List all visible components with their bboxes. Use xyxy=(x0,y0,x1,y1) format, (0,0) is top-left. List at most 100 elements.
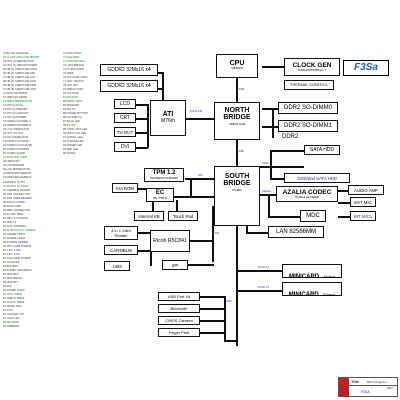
index-entry: 19 GDDR2 CHANNEL B xyxy=(3,124,32,128)
index-entry: 44 FAN / THERMAL xyxy=(3,224,27,228)
index-entry: 59 EMI xyxy=(3,284,12,288)
line-sata-hdd xyxy=(270,150,304,152)
index-entry: 42 KBC / TOUCHPAD xyxy=(3,216,29,220)
line-usb-cam xyxy=(200,320,226,322)
index-entry: 51 1.8V / 0.9V xyxy=(3,252,20,256)
sata-hdd-block: SATA HDD xyxy=(304,145,340,155)
index-entry: 80 LPC ROM xyxy=(63,92,79,96)
line-ati-dvi xyxy=(136,147,148,149)
index-entry: 16 M76 (3) LVDS/CRT xyxy=(3,112,29,116)
bus-label-pcie-x16: PCI-E X16 xyxy=(190,110,203,113)
usb-port-block: USB Port X4 xyxy=(158,292,200,301)
index-entry: 78 HOT KEY xyxy=(63,84,78,88)
index-entry: 54 BATTERY xyxy=(3,264,19,268)
line-ec-kb xyxy=(152,200,154,212)
gddr2-block-b: GDDR2 32Mx16 x4 xyxy=(100,80,158,92)
index-entry: 76 DVI LEVEL SHIFT xyxy=(63,76,88,80)
index-entry: 05 NB (1) CRESTLINE HOST xyxy=(3,68,38,72)
index-entry: 01 BLOCK DIAGRAM xyxy=(3,52,29,55)
index-entry: 24 ICH8M (2) SATA/USB xyxy=(3,144,32,148)
index-entry: 39 AUDIO AMP xyxy=(3,204,21,208)
index-entry: 50 1.5V / 1.05V xyxy=(3,248,21,252)
index-entry: 28 USB PORT xyxy=(3,160,20,164)
index-entry: 46 FINGER PRINT xyxy=(3,232,25,236)
line-ddr-vbus xyxy=(272,108,274,138)
index-entry: 68 REVISION xyxy=(3,321,20,325)
index-entry: 15 M76 (2) MEMORY xyxy=(3,108,28,112)
north-bridge-block: NORTH BRIDGE CRESTLINE xyxy=(214,102,260,140)
index-entry: 62 SMBUS TABLE xyxy=(3,296,25,300)
index-entry: 73 LVDS BRIDGE xyxy=(63,64,84,68)
line-az-amp xyxy=(338,190,348,192)
index-entry: 71 VGA GPIO xyxy=(63,56,80,60)
rev-label: REV xyxy=(387,386,394,390)
logo-mark xyxy=(339,378,349,397)
index-entry: 85 POWER BUTTON xyxy=(63,112,88,116)
index-entry: 53 CHARGER xyxy=(3,260,20,264)
index-entry: 37 4IN1 CARD READER xyxy=(3,196,32,200)
line-nb-sb xyxy=(236,140,238,166)
index-entry: 56 PROTECT xyxy=(3,272,19,276)
line-sb-minib xyxy=(236,290,282,292)
index-entry: 82 AUDIO JACK xyxy=(63,100,83,104)
spi-block: SPI xyxy=(162,260,188,270)
line-sb-ec xyxy=(172,196,214,198)
bus-label-dmi: DMI xyxy=(239,150,244,153)
index-entry: 64 RESET MAP xyxy=(3,304,22,308)
kia-rom-block: KIA ROM xyxy=(112,183,138,193)
index-entry: 13 DDR2 TERMINATION xyxy=(3,100,33,104)
bus-label-fsb: FSB xyxy=(239,88,245,91)
index-entry: 31 MINICARD KEDRON xyxy=(3,172,32,176)
line-sb-down xyxy=(236,226,238,346)
index-entry: 86 LID SWITCH xyxy=(63,116,82,120)
index-entry: 79 DEBUG PORT xyxy=(63,88,84,92)
index-entry: 26 ICH8M (4) GND xyxy=(3,152,26,156)
index-entry: 14 M76 (1) PCI-E xyxy=(3,104,24,108)
index-entry: 57 DISCHARGE xyxy=(3,276,23,280)
index-entry: 75 HDMI xyxy=(63,72,74,76)
bus-label-lpc: LPC xyxy=(198,174,204,177)
index-entry: 22 DVI CONNECTOR xyxy=(3,136,29,140)
ddr2-label: DDR2 xyxy=(282,134,299,140)
line-sata-odd xyxy=(270,178,284,180)
line-usb-fp xyxy=(200,332,226,334)
model-value: F3SA xyxy=(361,390,370,394)
index-entry: 36 1394 CONNECTOR xyxy=(3,192,30,196)
ddr2-sodimm1-block: DDR2 SO-DIMM1 xyxy=(278,120,338,132)
index-entry: 27 SATA HDD / ODD xyxy=(3,156,28,160)
south-bridge-block: SOUTH BRIDGE ICH8M xyxy=(214,166,260,226)
tpm-block: TPM 1.2 INFINEON SLB9635 xyxy=(144,168,184,182)
line-usb-bt xyxy=(200,308,226,310)
line-sb-spi xyxy=(188,264,214,266)
index-entry: 70 VGA STRAP xyxy=(63,52,82,55)
line-az-intmic xyxy=(338,216,350,218)
line-sb-lan xyxy=(246,226,248,234)
line-ati-tv xyxy=(136,132,148,134)
index-entry: 92 CHARGE LED xyxy=(63,140,84,144)
line-ricoh-card xyxy=(138,232,150,234)
index-entry: 10 NB (6) CRESTLINE GND xyxy=(3,88,36,92)
line-cpu-clk xyxy=(262,66,286,68)
title-block: Title Block Diagram F3SA REV xyxy=(338,377,398,397)
index-entry: 90 NUM LOCK LED xyxy=(63,132,87,136)
line-az-vbus xyxy=(268,194,270,218)
ati-gpu-block: ATI M76m xyxy=(150,100,186,136)
ricoh-block: Ricoh R5C841 xyxy=(150,230,190,252)
index-entry: 49 CPU CORE POWER xyxy=(3,244,31,248)
index-entry: 45 BLUETOOTH / CAMERA xyxy=(3,228,36,232)
index-entry: 48 SYSTEM POWER xyxy=(3,240,28,244)
line-az-mdc xyxy=(268,216,300,218)
line-lan-h xyxy=(246,232,268,234)
line-ricoh-cb xyxy=(138,250,150,252)
index-entry: 47 SCREW HOLES xyxy=(3,236,26,240)
index-entry: 65 ACPI xyxy=(3,309,13,312)
line-usb-sb xyxy=(224,340,238,342)
line-gddr2-bus xyxy=(158,88,164,90)
thermal-control-block: THERMAL CONTROL xyxy=(284,80,334,90)
index-entry: 30 LAN TERMINATION xyxy=(3,168,30,172)
index-entry: 93 POWER LED xyxy=(63,144,83,148)
lcd-block: LCD xyxy=(114,99,136,109)
index-entry: 23 ICH8M (1) PCI/LPC xyxy=(3,140,30,144)
